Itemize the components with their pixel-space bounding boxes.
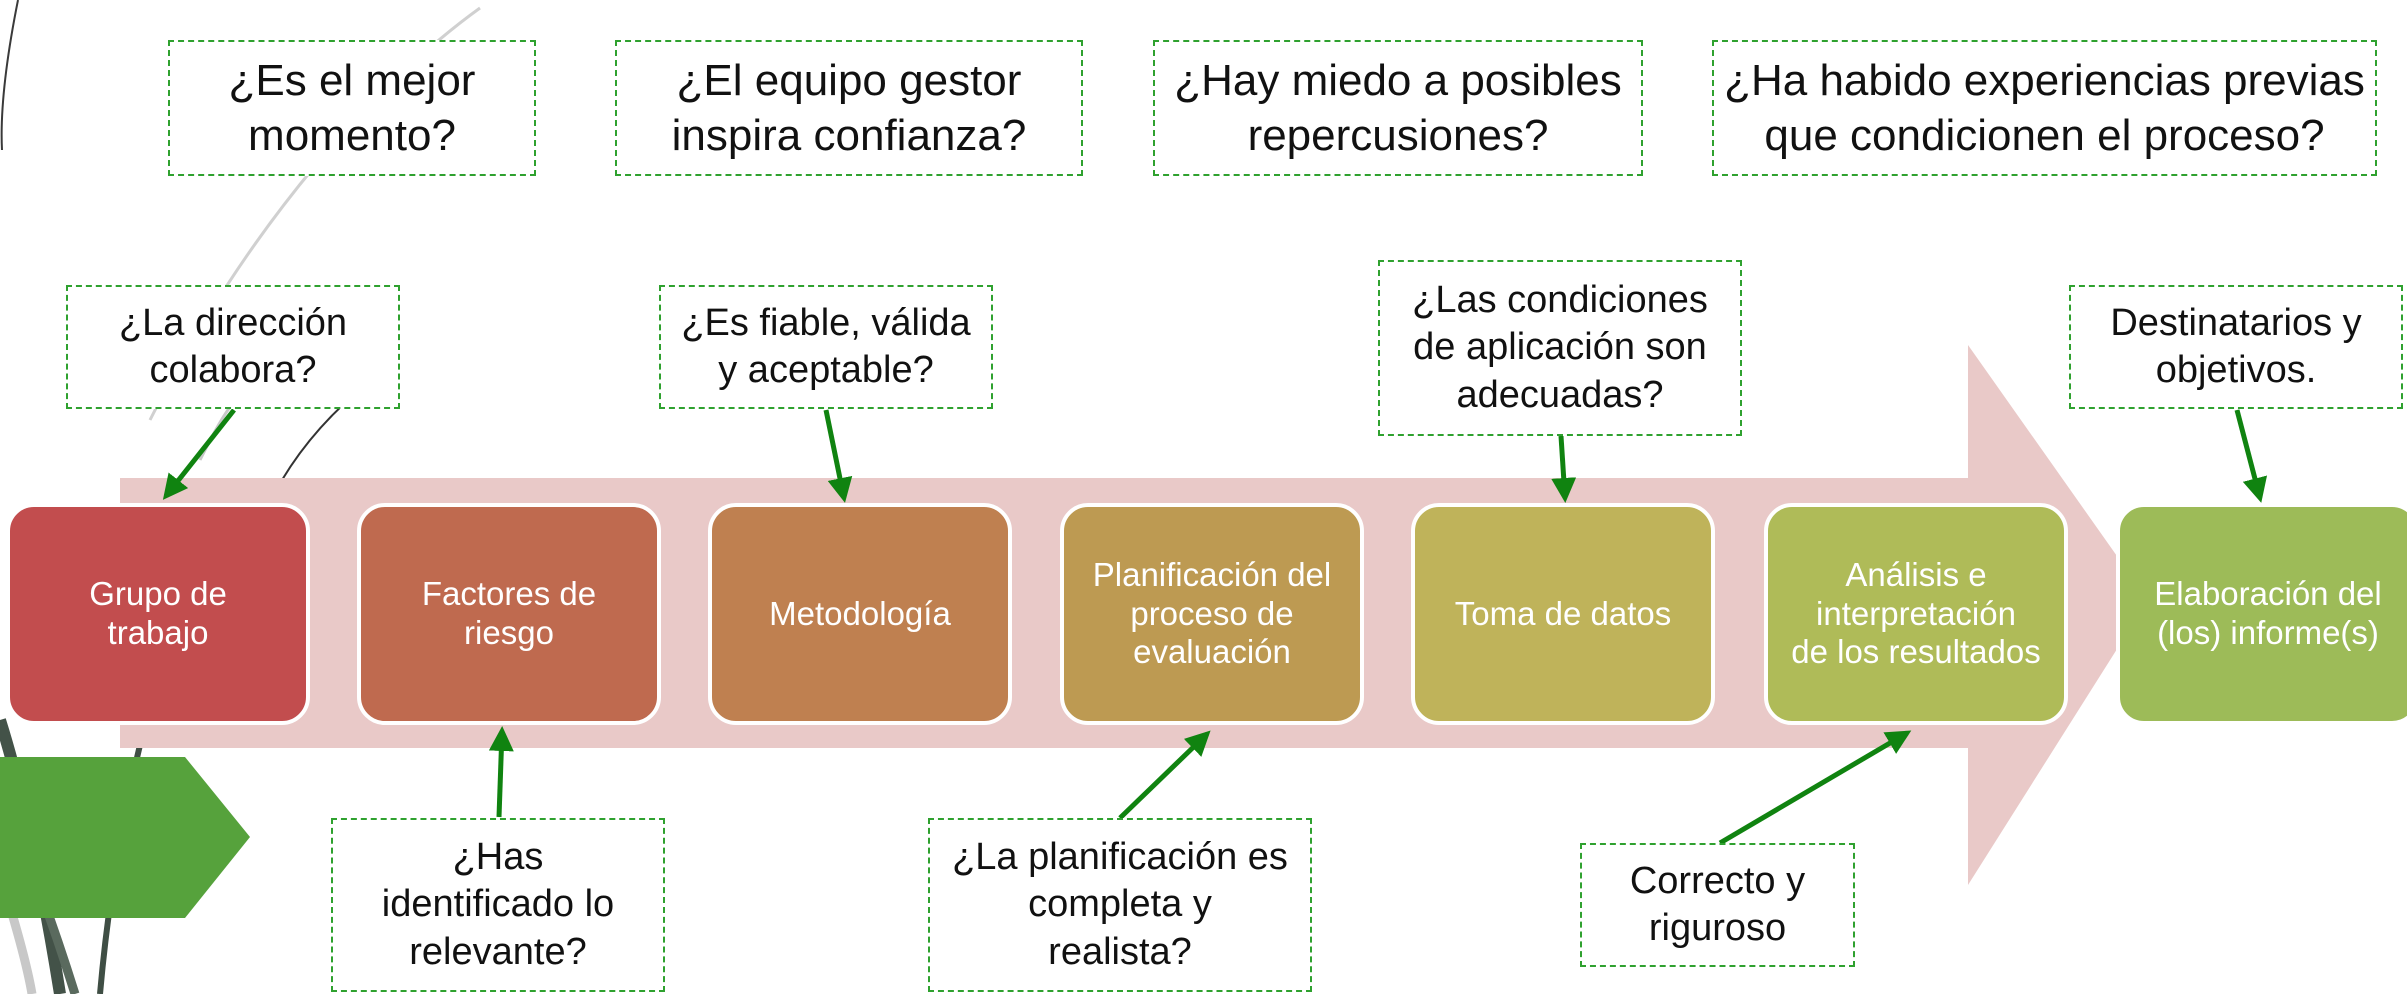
step-toma-de-datos: Toma de datos [1411,503,1715,725]
step-grupo-de-trabajo: Grupo de trabajo [6,503,310,725]
slide-badge [0,757,250,918]
top-question-trust: ¿El equipo gestor inspira confianza? [615,40,1083,176]
connector-arrow [1118,730,1211,820]
connector-arrow [488,726,514,818]
note-correct-rigorous: Correcto y riguroso [1580,843,1855,967]
note-application-conditions: ¿Las condiciones de aplicación son adecu… [1378,260,1742,436]
step-planificacion: Planificación del proceso de evaluación [1060,503,1364,725]
connector-arrow [1551,435,1577,503]
top-question-best-moment: ¿Es el mejor momento? [168,40,536,176]
top-question-previous-experiences: ¿Ha habido experiencias previas que cond… [1712,40,2377,176]
step-elaboracion-informe: Elaboración del (los) informe(s) [2116,503,2407,725]
note-reliable-valid: ¿Es fiable, válida y aceptable? [659,285,993,409]
note-identified-relevant: ¿Has identificado lo relevante? [331,818,665,992]
connector-arrow [2234,409,2268,503]
note-planning-complete: ¿La planificación es completa y realista… [928,818,1312,992]
note-recipients-objectives: Destinatarios y objetivos. [2069,285,2403,409]
connector-arrow [1718,730,1912,846]
note-management-collaborates: ¿La dirección colabora? [66,285,400,409]
step-factores-de-riesgo: Factores de riesgo [357,503,661,725]
connector-arrow [823,409,853,503]
step-analisis: Análisis e interpretación de los resulta… [1764,503,2068,725]
connector-arrow [162,408,236,500]
connector-arrows [162,408,2268,846]
step-metodologia: Metodología [708,503,1012,725]
top-question-fear: ¿Hay miedo a posibles repercusiones? [1153,40,1643,176]
